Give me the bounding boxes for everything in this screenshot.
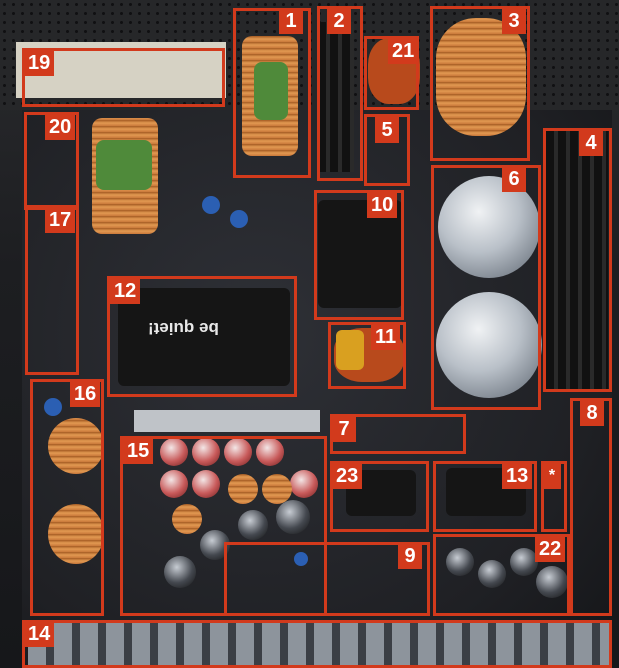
polymer-cap-6 — [192, 470, 220, 498]
polymer-cap-3 — [224, 438, 252, 466]
y-cap-1 — [202, 196, 220, 214]
callout-label-1: 1 — [279, 8, 303, 34]
callout-label-3: 3 — [502, 8, 526, 34]
callout-label-21: 21 — [388, 38, 419, 64]
callout-box-9 — [224, 542, 430, 616]
callout-box-4 — [543, 128, 612, 392]
bridge-heatsink — [318, 22, 354, 172]
callout-label-star: * — [543, 463, 561, 489]
emi-choke-core — [254, 62, 288, 120]
polymer-cap-2 — [192, 438, 220, 466]
trimmer-pot-board — [294, 552, 308, 566]
modular-connector-board — [28, 622, 612, 666]
callout-label-11: 11 — [371, 324, 401, 350]
callout-box-16 — [30, 379, 104, 616]
callout-label-15: 15 — [123, 438, 154, 464]
callout-box-star — [541, 461, 567, 532]
electrolytic-cap-1 — [238, 510, 268, 540]
electrolytic-cap-2 — [276, 500, 310, 534]
output-choke-3 — [172, 504, 202, 534]
callout-label-16: 16 — [70, 381, 101, 407]
callout-box-21 — [364, 36, 419, 110]
callout-box-7 — [330, 414, 466, 454]
callout-label-9: 9 — [398, 543, 422, 569]
electrolytic-cap-3 — [164, 556, 196, 588]
polymer-cap-5 — [160, 470, 188, 498]
output-choke-1 — [228, 474, 258, 504]
callout-box-17 — [25, 205, 79, 375]
callout-box-12 — [107, 276, 297, 397]
input-filter-core — [96, 140, 152, 190]
callout-label-23: 23 — [332, 463, 363, 489]
toroid-left-bottom — [48, 504, 104, 564]
callout-label-12: 12 — [110, 278, 141, 304]
callout-box-6 — [431, 165, 541, 410]
callout-label-10: 10 — [367, 192, 398, 218]
callout-box-15 — [120, 436, 327, 616]
trimmer-pot-left — [44, 398, 62, 416]
callout-box-5 — [364, 114, 410, 186]
polymer-cap-1 — [160, 438, 188, 466]
output-cap-4 — [536, 566, 568, 598]
output-choke-2 — [262, 474, 292, 504]
toroid-left-top — [48, 418, 104, 474]
callout-label-14: 14 — [24, 621, 55, 647]
callout-box-13 — [433, 461, 537, 532]
polymer-cap-4 — [256, 438, 284, 466]
bulk-capacitor-bottom — [436, 292, 542, 398]
callout-box-1 — [233, 8, 311, 178]
small-toroid — [336, 330, 364, 370]
bulk-capacitor-top — [438, 176, 540, 278]
output-cap-3 — [510, 548, 538, 576]
callout-box-23 — [330, 461, 429, 532]
callout-box-2 — [317, 6, 363, 181]
callout-label-19: 19 — [24, 50, 55, 76]
callout-label-13: 13 — [502, 463, 533, 489]
callout-label-6: 6 — [502, 166, 526, 192]
primary-heatsink — [546, 130, 608, 390]
callout-label-17: 17 — [45, 207, 76, 233]
callout-label-8: 8 — [580, 400, 604, 426]
callout-box-11 — [328, 322, 406, 389]
y-cap-2 — [230, 210, 248, 228]
main-transformer — [118, 288, 290, 386]
output-cap-1 — [446, 548, 474, 576]
rectifier-bracket — [134, 410, 320, 432]
callout-label-22: 22 — [535, 536, 566, 562]
callout-label-2: 2 — [327, 8, 351, 34]
callout-box-14 — [22, 620, 612, 668]
callout-box-19 — [22, 48, 225, 107]
callout-box-3 — [430, 6, 530, 161]
callout-box-22 — [433, 534, 570, 616]
standby-transformer — [318, 200, 402, 308]
pfc-coil — [436, 18, 526, 136]
polymer-cap-7 — [290, 470, 318, 498]
callout-label-7: 7 — [332, 416, 356, 442]
callout-box-8 — [570, 398, 612, 616]
output-cap-2 — [478, 560, 506, 588]
callout-label-4: 4 — [579, 130, 603, 156]
callout-box-10 — [314, 190, 404, 320]
callout-label-20: 20 — [45, 114, 76, 140]
callout-label-5: 5 — [375, 117, 399, 143]
